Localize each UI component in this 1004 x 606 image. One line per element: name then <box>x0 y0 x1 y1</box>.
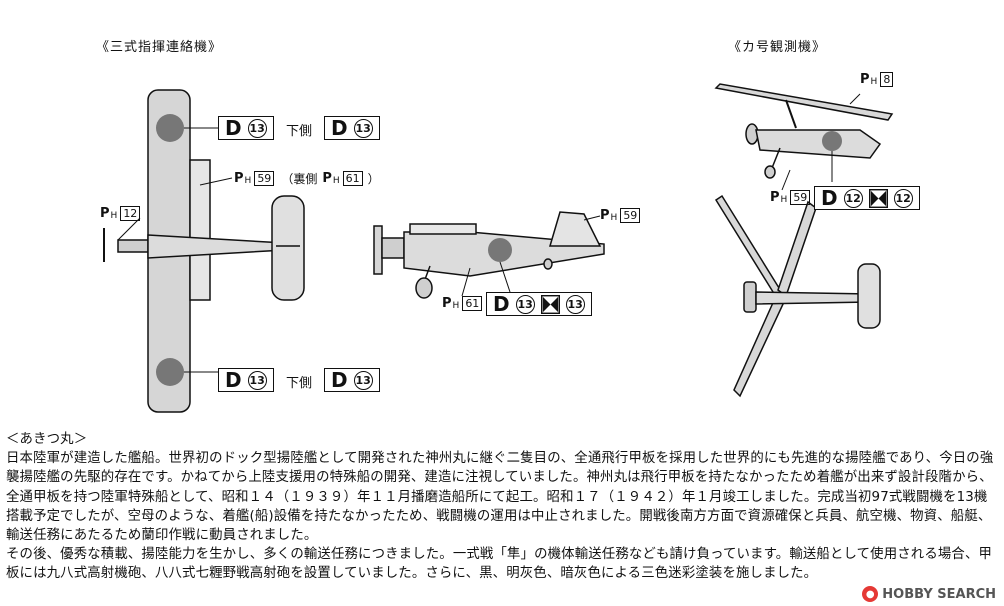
top-view-aircraft <box>103 89 305 413</box>
rotor-blade-3 <box>733 294 785 398</box>
article-paragraph-1: 日本陸軍が建造した艦船。世界初のドック型揚陸艦として開発された神州丸に継ぐ二隻目… <box>6 451 994 544</box>
side-wing <box>409 223 477 235</box>
leader-side-decal <box>499 261 511 293</box>
decal-box-side: D 13 13 <box>486 292 592 316</box>
decal-number: 13 <box>247 118 267 138</box>
hobby-search-logo-icon: ● <box>862 586 879 602</box>
autogyro-top <box>714 194 881 398</box>
decal-box-autogyro: D 12 12 <box>814 186 920 210</box>
tailplane <box>271 195 305 301</box>
leader-side-p61 <box>461 267 471 297</box>
rotor-blade-2 <box>777 200 817 298</box>
side-engine <box>381 237 405 259</box>
autogyro-fuselage <box>755 129 882 159</box>
side-roundel <box>488 238 512 262</box>
decal-letter: D <box>225 368 242 392</box>
watermark: ● HOBBY SEARCH <box>862 586 996 602</box>
decal-letter: D <box>331 368 348 392</box>
engine-cowl <box>117 239 149 253</box>
autogyro-top-tail <box>857 263 881 329</box>
hinomaru-flag-icon <box>540 294 560 314</box>
aircraft-drawings <box>103 83 894 413</box>
tail-wheel <box>543 258 553 270</box>
autogyro-roundel <box>822 131 842 151</box>
decal-number: 13 <box>353 370 373 390</box>
autogyro-strut <box>771 147 781 169</box>
leader-p8 <box>849 93 861 105</box>
autogyro-top-fuselage <box>755 291 871 305</box>
article-body: ＜あきつ丸＞ 日本陸軍が建造した艦船。世界初のドック型揚陸艦として開発された神州… <box>6 430 998 584</box>
watermark-text: HOBBY SEARCH <box>882 586 996 602</box>
heading-type3-liaison: 《三式指揮連絡機》 <box>96 40 223 55</box>
gear-wheel <box>415 277 433 299</box>
side-propeller <box>373 225 383 275</box>
decal-box-top-lower: D 13 <box>218 368 274 392</box>
leader-autogyro-p59 <box>781 169 791 191</box>
decal-letter: D <box>225 116 242 140</box>
leader-p12 <box>117 217 141 241</box>
leader-p59 <box>199 177 233 186</box>
decal-box-top-upper-underside: D 13 <box>324 116 380 140</box>
leader-side-p59 <box>583 215 601 221</box>
article-paragraph-2: その後、優秀な積載、揚陸能力を生かし、多くの輸送任務につきました。一式戦「隼」の… <box>6 547 993 582</box>
decal-letter: D <box>331 116 348 140</box>
roundel-upper <box>156 114 184 142</box>
hinomaru-flag-icon <box>868 188 888 208</box>
autogyro-wheel <box>764 165 776 179</box>
rotor-blade-side <box>714 83 894 121</box>
fuselage <box>147 234 286 259</box>
decal-number: 13 <box>247 370 267 390</box>
decal-box-top-upper: D 13 <box>218 116 274 140</box>
autogyro-top-engine <box>743 281 757 313</box>
side-view-aircraft <box>373 211 605 299</box>
article-title: ＜あきつ丸＞ <box>6 432 88 447</box>
roundel-lower <box>156 358 184 386</box>
decal-letter: D <box>821 186 838 210</box>
decal-number: 12 <box>893 188 913 208</box>
heading-ka-autogyro: 《カ号観測機》 <box>728 40 827 55</box>
decal-number: 13 <box>515 294 535 314</box>
side-fin <box>548 211 602 247</box>
label-underside-upper: 下側 <box>286 124 313 139</box>
decal-number: 13 <box>565 294 585 314</box>
decal-letter: D <box>493 292 510 316</box>
autogyro-side <box>714 83 894 191</box>
wing-flap <box>189 159 211 301</box>
decal-box-top-lower-underside: D 13 <box>324 368 380 392</box>
decal-number: 12 <box>843 188 863 208</box>
label-underside-lower: 下側 <box>286 376 313 391</box>
decal-number: 13 <box>353 118 373 138</box>
rotor-mast <box>785 99 797 129</box>
